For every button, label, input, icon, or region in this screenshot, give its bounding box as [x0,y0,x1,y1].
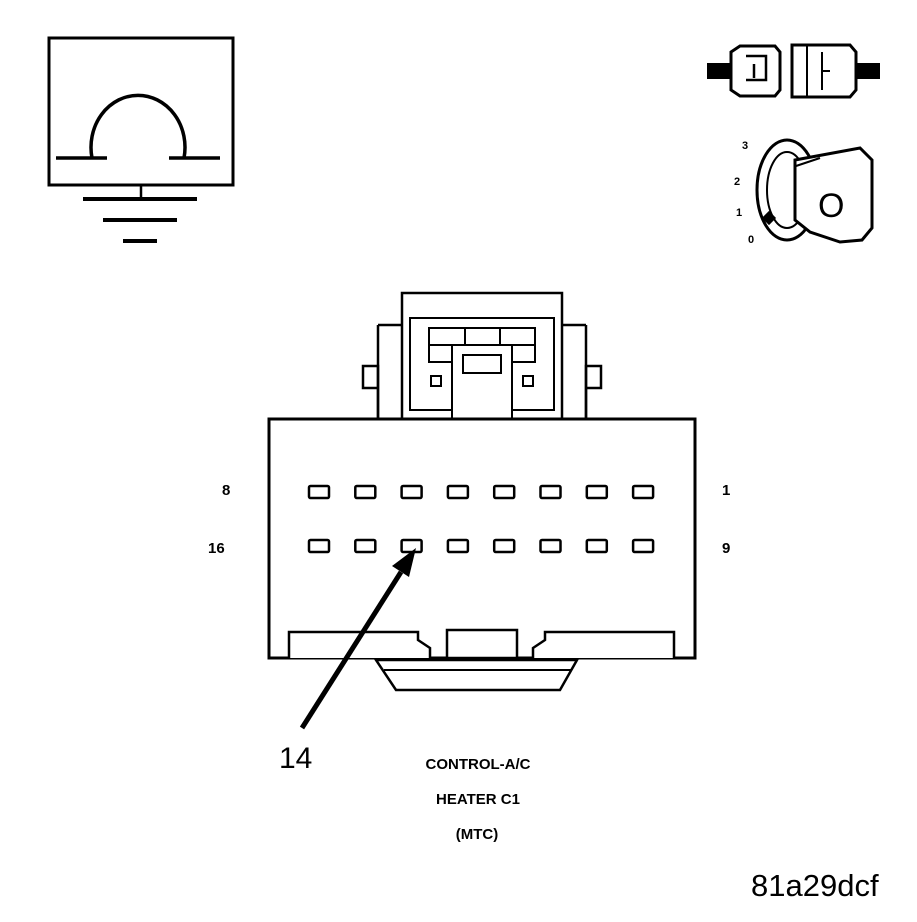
ignition-position-2: 2 [734,176,740,188]
pin-cavity-3 [539,484,562,500]
pin-cavity-9 [631,538,655,554]
pin-cavity-14 [400,538,423,554]
ignition-key-off-icon: 3 2 1 0 O [734,138,874,246]
pin-cavity-5 [446,484,470,500]
pin-cavity-16 [307,538,331,554]
pin-label-8: 8 [222,482,230,499]
pin-cavities [307,484,655,554]
pin-cavity-13 [446,538,470,554]
pin-cavity-1 [631,484,655,500]
pin-cavity-10 [585,538,609,554]
pin-cavity-12 [492,538,516,554]
ignition-position-3: 3 [742,140,748,152]
pin-cavity-8 [307,484,331,500]
ignition-position-0: 0 [748,234,754,246]
ignition-key-label: O [818,187,844,225]
connector-face [267,291,697,692]
pin-label-1: 1 [722,482,730,499]
pin-cavity-11 [539,538,562,554]
caption-line-2: HEATER C1 [436,791,520,808]
disconnected-connector-icon [707,43,880,99]
ohm-meter-ground-icon [47,36,235,243]
pin-label-9: 9 [722,540,730,557]
caption-line-1: CONTROL-A/C [426,756,531,773]
pin-cavity-2 [585,484,609,500]
pin-cavity-7 [354,484,377,500]
ignition-position-1: 1 [736,207,742,219]
callout-arrow [299,548,416,730]
pin-cavity-6 [400,484,423,500]
callout-label: 14 [279,742,312,775]
pin-cavity-15 [354,538,377,554]
pin-cavity-4 [492,484,516,500]
pin-label-16: 16 [208,540,225,557]
caption-line-3: (MTC) [456,826,498,843]
figure-id: 81a29dcf [751,868,879,903]
